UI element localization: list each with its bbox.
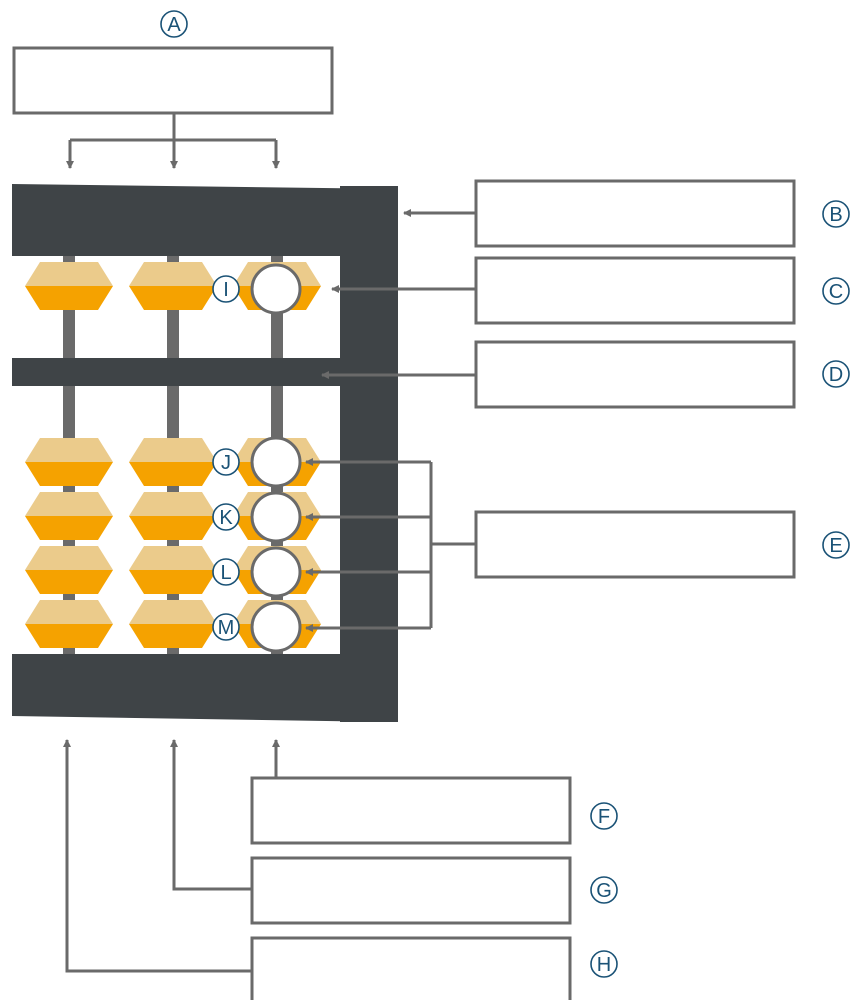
frame-bottom-bar — [12, 654, 398, 722]
lower-bead — [129, 438, 217, 486]
label-D: D — [822, 360, 850, 388]
lower-bead — [25, 600, 113, 648]
connector-G — [170, 739, 252, 891]
answer-box-G[interactable] — [250, 856, 572, 925]
answer-box-H[interactable] — [250, 936, 572, 1000]
answer-boxes — [12, 46, 796, 1000]
blank-circle-J[interactable] — [250, 436, 302, 488]
frame-right-side — [340, 186, 398, 722]
svg-text:I: I — [223, 279, 229, 301]
label-J: J — [212, 448, 240, 476]
blank-circle-L[interactable] — [250, 546, 302, 598]
abacus-frame — [12, 184, 398, 722]
lower-bead — [129, 600, 217, 648]
lower-bead — [25, 546, 113, 594]
upper-bead-middle — [129, 262, 217, 310]
svg-text:F: F — [598, 806, 610, 828]
lower-bead — [129, 492, 217, 540]
label-I: I — [212, 275, 240, 303]
blank-circles — [250, 263, 302, 653]
answer-box-A[interactable] — [12, 46, 334, 115]
svg-text:H: H — [597, 954, 611, 976]
connectors — [63, 114, 476, 973]
svg-text:E: E — [829, 535, 842, 557]
answer-box-D[interactable] — [474, 340, 796, 409]
svg-text:C: C — [829, 281, 843, 303]
label-A: A — [160, 10, 188, 38]
connector-A — [70, 114, 276, 142]
reckoning-bar — [12, 358, 398, 386]
frame-top-bar — [12, 184, 398, 256]
answer-box-C[interactable] — [474, 256, 796, 325]
svg-text:G: G — [596, 880, 612, 902]
label-F: F — [590, 802, 618, 830]
label-B: B — [822, 200, 850, 228]
answer-box-F[interactable] — [250, 776, 572, 845]
blank-circle-I[interactable] — [250, 263, 302, 315]
svg-text:L: L — [220, 562, 231, 584]
svg-text:D: D — [829, 364, 843, 386]
blank-circle-K[interactable] — [250, 491, 302, 543]
upper-bead-left — [25, 262, 113, 310]
lower-bead — [25, 438, 113, 486]
svg-text:B: B — [829, 204, 842, 226]
lower-bead — [129, 546, 217, 594]
answer-box-B[interactable] — [474, 179, 796, 248]
label-M: M — [212, 613, 240, 641]
label-L: L — [212, 558, 240, 586]
svg-text:J: J — [221, 452, 231, 474]
label-G: G — [590, 876, 618, 904]
label-E: E — [822, 531, 850, 559]
connector-E — [429, 462, 476, 628]
svg-text:M: M — [218, 617, 235, 639]
answer-box-E[interactable] — [474, 510, 796, 579]
blank-circle-M[interactable] — [250, 601, 302, 653]
label-C: C — [822, 277, 850, 305]
label-H: H — [590, 950, 618, 978]
svg-text:K: K — [219, 507, 233, 529]
lower-bead — [25, 492, 113, 540]
svg-text:A: A — [167, 14, 181, 36]
circled-labels: A B C D E F G H — [160, 10, 850, 978]
label-K: K — [212, 503, 240, 531]
connector-H — [63, 739, 252, 973]
